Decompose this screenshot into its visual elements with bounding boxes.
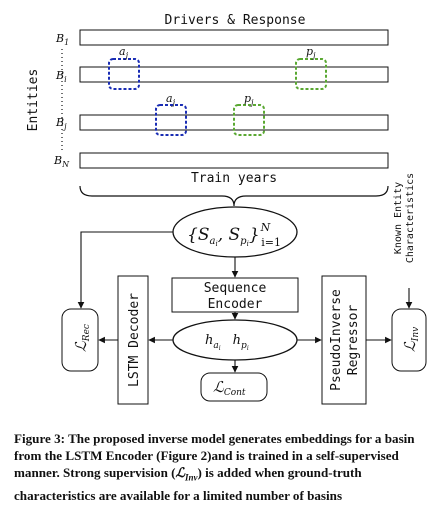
embedding-label: haihpi: [205, 333, 249, 352]
regressor-label-2: Regressor: [346, 305, 361, 376]
train-years-brace: [79, 185, 389, 207]
entity-bar-n: [79, 152, 389, 169]
lstm-decoder-label: LSTM Decoder: [127, 293, 142, 387]
loss-inv-label: ℒInv: [401, 327, 421, 352]
bar-label-1: B1: [55, 32, 69, 47]
sequence-encoder-label-1: Sequence: [204, 281, 267, 296]
loss-cont-label: ℒCont: [213, 378, 246, 398]
positive-window-j: [233, 104, 265, 136]
sequence-encoder-label-2: Encoder: [208, 297, 263, 312]
arrow-set-to-rec: [77, 231, 173, 309]
positive-label-2: pj: [244, 92, 254, 107]
lstm-decoder-box: [117, 275, 149, 405]
anchor-window-j: [155, 104, 187, 136]
pseudoinverse-regressor-box: [321, 275, 367, 405]
anchor-label-2: aj: [166, 92, 176, 107]
known-entity-label-1: Known Entity: [393, 182, 404, 254]
train-years-label: Train years: [191, 171, 277, 186]
loss-rec-label: ℒRec: [72, 324, 92, 352]
positive-window-i: [295, 58, 327, 90]
anchor-window-i: [108, 58, 140, 90]
positive-label-1: pj: [306, 45, 316, 60]
bar-label-j: Bj: [55, 116, 67, 131]
bar-label-i: Bi: [55, 69, 67, 84]
anchor-label-1: aj: [119, 45, 129, 60]
bar-label-n: BN: [53, 154, 70, 169]
loss-inv-box: [391, 308, 427, 372]
loss-cont-box: [200, 372, 268, 402]
entity-bar-1: [79, 29, 389, 46]
figure-caption: Figure 3: The proposed inverse model gen…: [14, 431, 415, 503]
loss-rec-box: [61, 308, 99, 372]
entity-bar-i: [79, 66, 389, 83]
drivers-response-label: Drivers & Response: [165, 13, 306, 28]
inverse-model-diagram: Drivers & Response Entities B1 Bi Bj BN …: [26, 13, 427, 405]
known-entity-label-2: Characteristics: [405, 173, 416, 263]
entities-label: Entities: [26, 69, 41, 132]
regressor-label-1: PseudoInverse: [329, 289, 344, 391]
sequence-encoder-box: [171, 277, 299, 313]
